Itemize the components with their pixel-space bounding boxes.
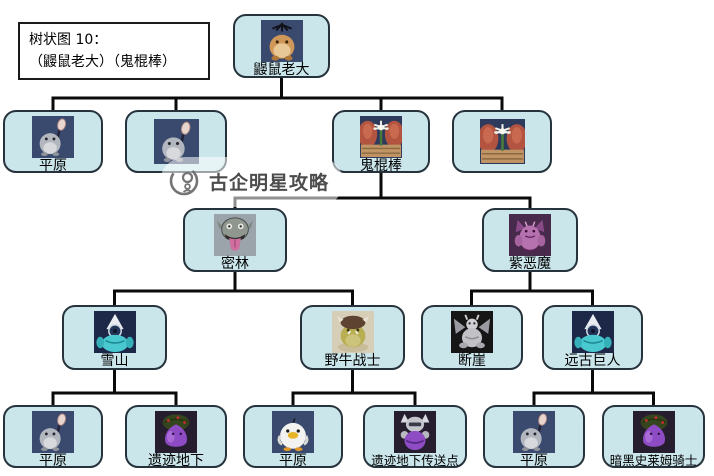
armored-knight-icon — [394, 411, 436, 453]
title-line-1: 树状图 10： — [29, 32, 108, 48]
node-label: 远古巨人 — [564, 353, 621, 369]
troll-icon — [214, 214, 256, 256]
mole-boss-icon — [261, 20, 303, 62]
tree-node-ghost-club-unlabeled — [452, 110, 552, 173]
purple-demon-icon — [509, 214, 551, 256]
tree-node-ruins-teleport: 遗迹地下传送点 — [363, 405, 467, 468]
connector-yuangu-to-children — [532, 370, 655, 405]
connector-root-to-row2 — [51, 78, 504, 110]
node-label: 断崖 — [458, 353, 486, 369]
node-label: 平原 — [39, 453, 67, 469]
node-label: 暗黑史莱姆骑士 — [609, 453, 698, 468]
node-label: 平原 — [520, 453, 548, 469]
tree-node-ruins-underground: 遗迹地下 — [125, 405, 227, 468]
watermark: 古企明星攻略 — [160, 157, 344, 207]
diagram-title-box: 树状图 10： （鼹鼠老大）（鬼棍棒） — [18, 22, 210, 80]
tree-node-plain-1: 平原 — [3, 110, 103, 173]
gray-mole-spear-icon — [32, 116, 74, 158]
node-label: 遗迹地下传送点 — [371, 453, 459, 468]
node-label: 密林 — [221, 256, 249, 272]
tree-node-ancient-giant: 远古巨人 — [542, 305, 643, 370]
node-label: 雪山 — [100, 353, 129, 369]
ghost-club-icon — [360, 116, 402, 158]
gray-mole-spear-icon — [513, 411, 555, 453]
tree-node-plain-2: 平原 — [3, 405, 103, 468]
connector-milin-to-children — [113, 272, 354, 305]
watermark-text: 古企明星攻略 — [209, 171, 330, 194]
tree-node-ghost-club: 鬼棍棒 — [332, 110, 430, 173]
title-line-2: （鼹鼠老大）（鬼棍棒） — [29, 53, 176, 70]
tree-node-dense-forest: 密林 — [183, 208, 287, 272]
tree-node-snow-mountain: 雪山 — [62, 305, 167, 370]
white-duck-icon — [272, 411, 314, 453]
ghost-club-icon — [479, 119, 526, 164]
tree-node-plain-3: 平原 — [243, 405, 343, 468]
connector-yeniu-to-children — [291, 370, 417, 405]
purple-slime-icon — [633, 411, 675, 453]
node-label: 鼹鼠老大 — [253, 62, 310, 78]
node-label: 野牛战士 — [324, 353, 381, 369]
node-label: 紫恶魔 — [509, 256, 551, 272]
tree-node-plain-4: 平原 — [483, 405, 585, 468]
tree-node-purple-demon: 紫恶魔 — [482, 208, 578, 272]
node-label: 平原 — [39, 158, 67, 174]
gargoyle-icon — [451, 311, 493, 353]
connector-ziemo-to-children — [470, 272, 594, 305]
ogre-warrior-icon — [332, 311, 374, 353]
ice-giant-icon — [572, 311, 614, 353]
magnifier-person-logo-icon — [169, 166, 199, 196]
tree-node-cliff: 断崖 — [421, 305, 523, 370]
node-label: 遗迹地下 — [148, 453, 204, 469]
tree-node-bison-warrior: 野牛战士 — [300, 305, 405, 370]
gray-mole-spear-icon — [32, 411, 74, 453]
ice-giant-icon — [94, 311, 136, 353]
node-label: 鬼棍棒 — [360, 158, 402, 174]
purple-slime-icon — [155, 411, 197, 453]
connector-ghost-club-to-row3 — [233, 173, 532, 208]
connector-xueshan-to-children — [51, 370, 178, 405]
tree-node-mole-boss: 鼹鼠老大 — [233, 14, 330, 78]
node-label: 平原 — [279, 453, 307, 469]
tree-node-dark-slime-knight: 暗黑史莱姆骑士 — [602, 405, 705, 468]
